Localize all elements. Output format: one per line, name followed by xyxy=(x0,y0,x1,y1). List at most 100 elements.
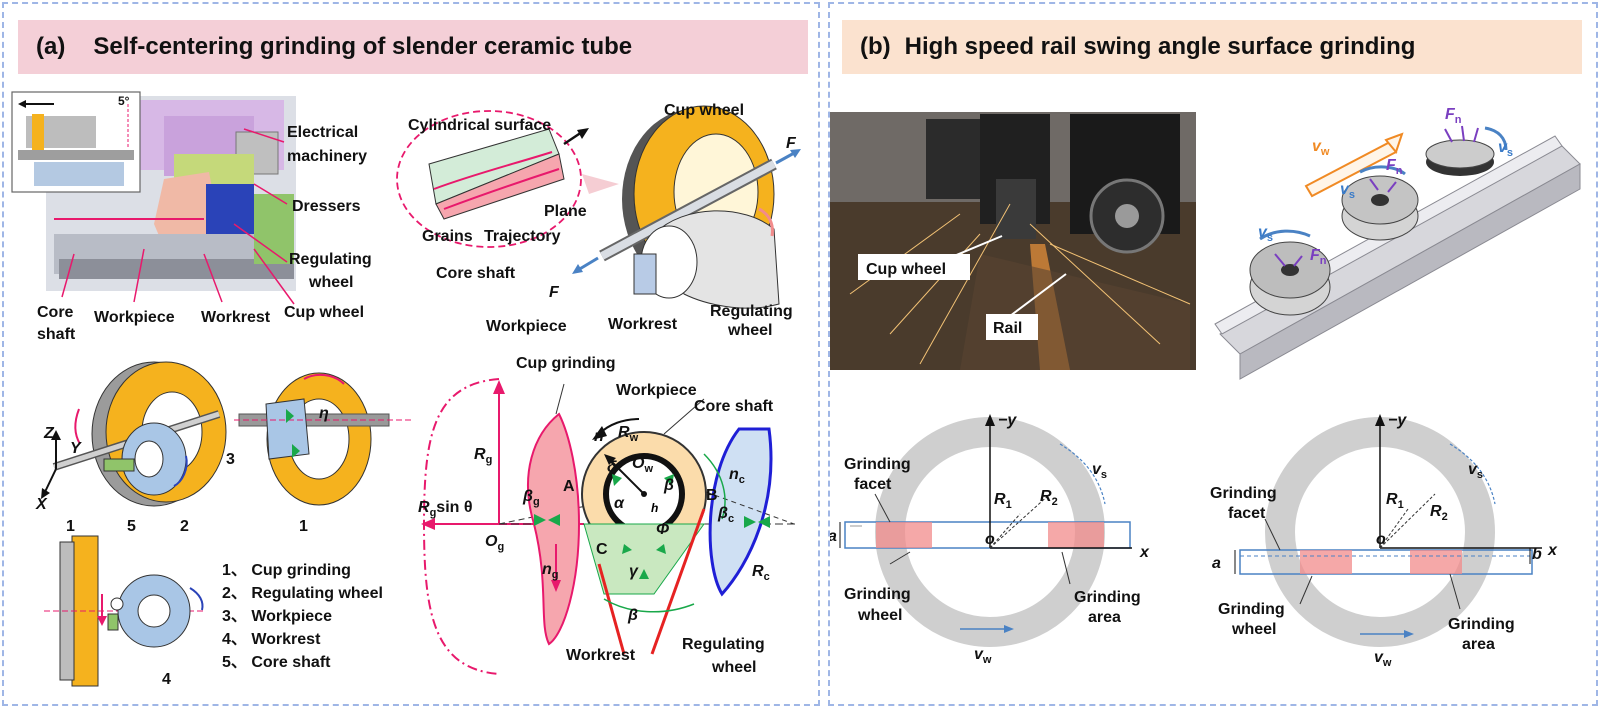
label-vw-rail: vw xyxy=(1312,138,1330,158)
left-label-grinding-wheel-2: wheel xyxy=(857,607,902,624)
right-label-b: b xyxy=(1532,546,1542,563)
grinding-diagram-right xyxy=(1234,414,1542,647)
panel-a-label: (a) xyxy=(36,33,66,60)
label-beta-center: β xyxy=(663,477,674,494)
label-force-left: F xyxy=(549,284,560,301)
part-5-top: 5 xyxy=(127,518,136,535)
label-og: Og xyxy=(485,533,504,553)
label-workpiece-geometry: Workpiece xyxy=(616,382,697,399)
label-core-shaft-2: shaft xyxy=(37,326,76,343)
right-axis-x: x xyxy=(1547,542,1558,559)
label-workpiece-schematic: Workpiece xyxy=(486,318,567,335)
label-ng: ng xyxy=(542,561,559,581)
label-force-right: F xyxy=(786,135,797,152)
left-label-a: a xyxy=(830,528,837,545)
right-label-grinding-wheel-2: wheel xyxy=(1231,621,1276,638)
left-label-vw: vw xyxy=(974,646,992,666)
cup-wheel-schematic xyxy=(396,105,801,309)
label-trajectory: Trajectory xyxy=(484,228,561,245)
label-fn-rail-2: Fn xyxy=(1386,157,1403,177)
photo-label-rail: Rail xyxy=(993,320,1022,337)
label-beta-g: βg xyxy=(522,488,540,508)
label-grains: Grains xyxy=(422,228,473,245)
legend-item-5: 5、 Core shaft xyxy=(222,654,331,671)
panel-b: (b) High speed rail swing angle surface … xyxy=(828,2,1598,706)
label-alpha: α xyxy=(614,495,625,512)
panel-b-title: High speed rail swing angle surface grin… xyxy=(904,33,1416,60)
left-origin-o: o xyxy=(985,531,995,548)
part-1-ring: 1 xyxy=(299,518,308,535)
label-gamma: γ xyxy=(629,563,639,580)
label-ow: Ow xyxy=(632,455,653,475)
left-label-grinding-area-2: area xyxy=(1088,609,1121,626)
label-workrest: Workrest xyxy=(201,309,271,326)
angle-inset: 5° xyxy=(11,91,141,193)
axis-z: Z xyxy=(43,425,55,442)
panel-a-title: Self-centering grinding of slender ceram… xyxy=(93,33,633,60)
right-label-r2: R2 xyxy=(1430,503,1448,523)
legend-item-4: 4、 Workrest xyxy=(222,631,321,648)
right-label-a: a xyxy=(1212,555,1221,572)
label-n: n xyxy=(594,428,604,445)
label-rg: Rg xyxy=(474,446,492,466)
left-label-grinding-facet-2: facet xyxy=(854,476,892,493)
label-regulating-wheel-2: wheel xyxy=(308,274,353,291)
label-workrest-schematic: Workrest xyxy=(608,316,678,333)
panel-a-header: (a) Self-centering grinding of slender c… xyxy=(18,20,808,74)
label-vs-rail-2: vs xyxy=(1340,181,1355,201)
parts-legend: 1、 Cup grinding 2、 Regulating wheel 3、 W… xyxy=(222,562,383,671)
photo-label-cup-wheel: Cup wheel xyxy=(866,261,946,278)
label-workpiece: Workpiece xyxy=(94,309,175,326)
label-delta: δ xyxy=(607,459,617,476)
label-regulating-wheel-schematic: Regulating xyxy=(710,303,793,320)
rail-wheels-illustration xyxy=(1214,125,1581,380)
left-label-grinding-facet: Grinding xyxy=(844,456,911,473)
label-core-shaft-geometry: Core shaft xyxy=(694,398,774,415)
label-beta-bottom: β xyxy=(627,607,638,624)
panel-b-header: (b) High speed rail swing angle surface … xyxy=(842,20,1582,74)
axis-y: Y xyxy=(70,440,82,457)
inset-angle: 5° xyxy=(118,94,130,108)
left-label-vs: vs xyxy=(1092,461,1107,481)
label-nc: nc xyxy=(729,466,745,486)
label-regulating-wheel: Regulating xyxy=(289,251,372,268)
left-label-r1: R1 xyxy=(994,491,1012,511)
panel-b-drawing: Cup wheel Rail xyxy=(830,106,1581,669)
label-fn-rail-3: Fn xyxy=(1445,106,1462,126)
legend-item-3: 3、 Workpiece xyxy=(222,608,332,625)
right-label-r1: R1 xyxy=(1386,491,1404,511)
label-cup-wheel: Cup wheel xyxy=(284,304,364,321)
panel-b-label: (b) xyxy=(860,33,891,60)
left-label-grinding-wheel: Grinding xyxy=(844,586,911,603)
label-electrical-machinery: Electrical xyxy=(287,124,358,141)
right-label-grinding-facet-2: facet xyxy=(1228,505,1266,522)
legend-item-1: 1、 Cup grinding xyxy=(222,562,351,579)
label-electrical-machinery-2: machinery xyxy=(287,148,367,165)
label-regulating-wheel-schematic-2: wheel xyxy=(727,322,772,339)
label-vs-rail-3: vs xyxy=(1498,139,1513,159)
left-axis-x: x xyxy=(1139,544,1150,561)
label-rw: Rw xyxy=(618,424,639,444)
panel-a-drawing: 5° Electrical machinery Dressers Regulat… xyxy=(11,91,801,688)
label-phi: Φ xyxy=(656,521,669,538)
right-label-grinding-area-2: area xyxy=(1462,636,1495,653)
point-b: B xyxy=(706,487,718,504)
point-a: A xyxy=(563,478,575,495)
label-eta: η xyxy=(319,405,329,422)
left-label-grinding-area: Grinding xyxy=(1074,589,1141,606)
point-c: C xyxy=(596,541,608,558)
right-label-vw: vw xyxy=(1374,649,1392,669)
label-rg-sin-theta: Rgsin θ xyxy=(418,499,473,519)
assembly-sketch xyxy=(41,361,414,687)
right-origin-o: o xyxy=(1376,531,1386,548)
label-cylindrical-surface: Cylindrical surface xyxy=(408,117,551,134)
panel-a: (a) Self-centering grinding of slender c… xyxy=(2,2,820,706)
label-fn-rail-1: Fn xyxy=(1310,247,1327,267)
part-2-top: 2 xyxy=(180,518,189,535)
right-label-grinding-wheel: Grinding xyxy=(1218,601,1285,618)
label-plane: Plane xyxy=(544,203,587,220)
label-h: h xyxy=(651,501,658,515)
part-3: 3 xyxy=(226,451,235,468)
label-vs-rail-1: vs xyxy=(1258,224,1273,244)
label-workrest-geometry: Workrest xyxy=(566,647,636,664)
